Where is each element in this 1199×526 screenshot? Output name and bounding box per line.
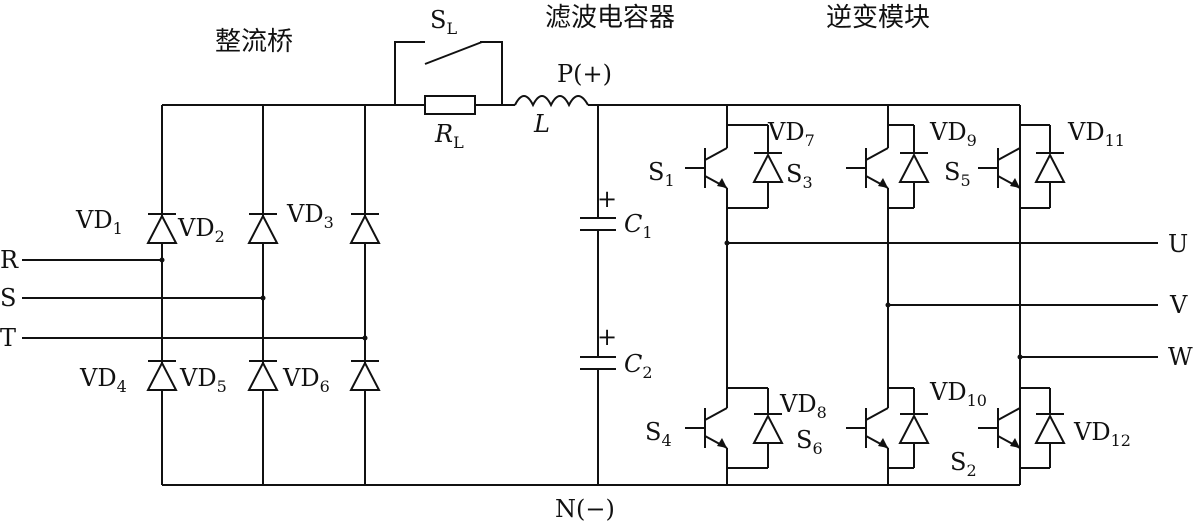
phase-s-label: S <box>0 284 16 312</box>
c1-polarity: + <box>597 185 617 213</box>
bus-negative-label: N(−) <box>555 495 615 523</box>
heading-inverter: 逆变模块 <box>826 3 930 33</box>
s2-label: S2 <box>950 448 977 480</box>
c2-polarity: + <box>597 323 617 351</box>
resistor-label: RL <box>434 120 464 152</box>
diode-vd5 <box>247 360 279 391</box>
vd4-label: VD4 <box>79 364 127 396</box>
heading-rectifier: 整流桥 <box>215 27 293 57</box>
igbt-s1 <box>685 105 768 209</box>
vd7-label: VD7 <box>767 118 815 150</box>
vd3-label: VD3 <box>286 200 334 232</box>
inductor-label: L <box>533 110 550 138</box>
vd10-label: VD10 <box>929 378 987 410</box>
bypass-switch <box>424 41 483 65</box>
bus-positive-label: P(+) <box>557 60 612 88</box>
phase-w-label: W <box>1168 343 1193 371</box>
capacitor-stack <box>580 105 616 485</box>
resistor <box>424 95 476 115</box>
diode-vd1 <box>146 213 178 244</box>
diode-vd2 <box>247 213 279 244</box>
igbt-s3 <box>846 105 914 209</box>
igbt-s6 <box>846 387 914 485</box>
diode-vd6 <box>349 360 381 391</box>
vd2-label: VD2 <box>177 214 225 246</box>
vd9-label: VD9 <box>929 118 977 150</box>
input-phase-wires <box>22 259 365 339</box>
vd1-label: VD1 <box>75 206 123 238</box>
igbt-s2 <box>978 387 1050 469</box>
vd6-label: VD6 <box>282 364 330 396</box>
vd5-label: VD5 <box>179 364 227 396</box>
diode-vd3 <box>349 213 381 244</box>
s1-label: S1 <box>648 158 675 190</box>
s6-label: S6 <box>796 426 823 458</box>
s4-label: S4 <box>645 418 672 450</box>
diode-vd8 <box>752 388 784 468</box>
vd12-label: VD12 <box>1073 418 1131 450</box>
igbt-s5 <box>978 124 1050 209</box>
c1-label: C1 <box>624 210 653 242</box>
phase-r-label: R <box>0 246 19 274</box>
s5-label: S5 <box>944 158 971 190</box>
diode-vd4 <box>146 360 178 391</box>
switch-label: SL <box>430 6 457 38</box>
output-phase-wires <box>727 242 1158 358</box>
igbt-s4 <box>685 387 768 485</box>
diode-vd12 <box>1034 388 1066 468</box>
dc-bus-wires <box>162 41 1020 486</box>
phase-t-label: T <box>0 324 16 352</box>
diode-vd7 <box>752 125 784 208</box>
diode-vd9 <box>898 125 930 208</box>
phase-v-label: V <box>1169 291 1188 319</box>
c2-label: C2 <box>624 350 653 382</box>
vd11-label: VD11 <box>1067 118 1125 150</box>
phase-u-label: U <box>1168 230 1188 258</box>
vd8-label: VD8 <box>779 390 827 422</box>
diode-vd10 <box>898 388 930 468</box>
junction-dots <box>159 240 1023 360</box>
heading-filter: 滤波电容器 <box>545 3 675 33</box>
diode-vd11 <box>1034 125 1066 208</box>
s3-label: S3 <box>786 160 813 192</box>
rectifier-legs <box>161 105 366 485</box>
inductor <box>514 95 589 108</box>
